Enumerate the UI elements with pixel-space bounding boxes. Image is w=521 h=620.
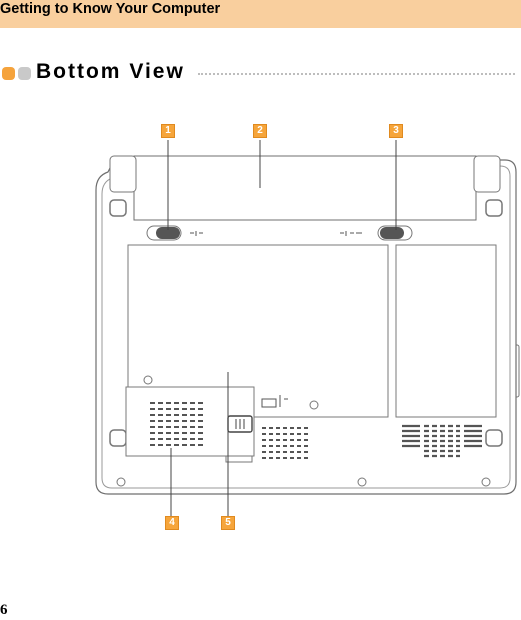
battery	[134, 156, 476, 220]
hinge-left	[110, 156, 136, 192]
foot-bottom-left	[110, 430, 126, 446]
bottom-tab	[226, 456, 252, 462]
battery-latch-right-knob	[380, 227, 404, 239]
screw-3	[117, 478, 125, 486]
callout-3: 3	[389, 124, 403, 138]
right-panel	[396, 245, 496, 417]
hdd-label-box	[262, 399, 276, 407]
callout-4: 4	[165, 516, 179, 530]
hinge-right	[474, 156, 500, 192]
screw-2	[310, 401, 318, 409]
callout-2: 2	[253, 124, 267, 138]
foot-top-right	[486, 200, 502, 216]
foot-bottom-right	[486, 430, 502, 446]
foot-top-left	[110, 200, 126, 216]
screw-5	[482, 478, 490, 486]
callout-5: 5	[221, 516, 235, 530]
page-number: 6	[0, 602, 8, 619]
screw-1	[144, 376, 152, 384]
screw-4	[358, 478, 366, 486]
callout-1: 1	[161, 124, 175, 138]
